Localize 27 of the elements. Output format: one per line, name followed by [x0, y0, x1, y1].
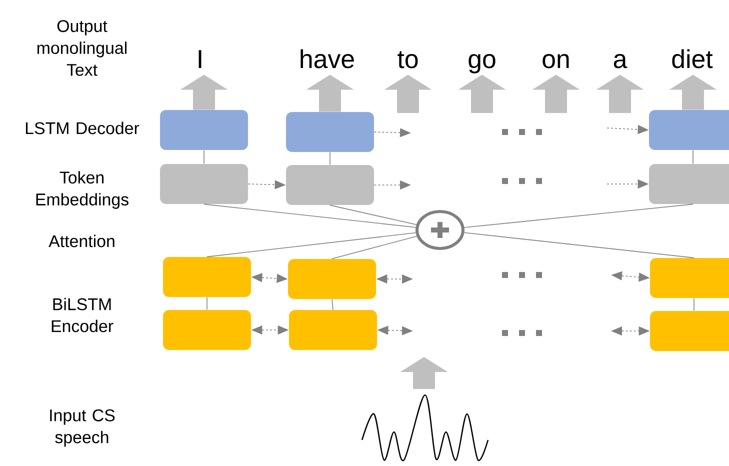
- output-word: diet: [672, 49, 713, 68]
- output-word: go: [468, 54, 496, 74]
- row-label: LSTM Decoder: [26, 122, 140, 134]
- block-box: [286, 165, 374, 205]
- output-word: on: [542, 54, 569, 68]
- row-label: BiLSTM Encoder: [52, 298, 114, 332]
- row-label: Output monolingual Text: [37, 20, 126, 76]
- block-box: [163, 257, 251, 297]
- waveform-drawing: [361, 394, 489, 461]
- output-word: I: [198, 50, 202, 68]
- output-word: to: [398, 51, 418, 68]
- attention-circle: [416, 210, 464, 250]
- block-box: [160, 164, 248, 204]
- output-word: a: [614, 54, 628, 68]
- block-box: [288, 259, 376, 299]
- block-box: [650, 311, 729, 351]
- block-box: [289, 310, 377, 350]
- block-box: [160, 110, 248, 150]
- block-box: [650, 258, 729, 298]
- block-box: [649, 164, 729, 204]
- block-box: [286, 112, 374, 152]
- row-label: Input CS speech: [50, 409, 115, 447]
- row-label: Attention: [48, 234, 114, 248]
- block-box: [163, 310, 251, 350]
- output-word: have: [300, 49, 354, 68]
- block-box: [649, 110, 729, 150]
- row-label: Token Embeddings: [36, 171, 128, 209]
